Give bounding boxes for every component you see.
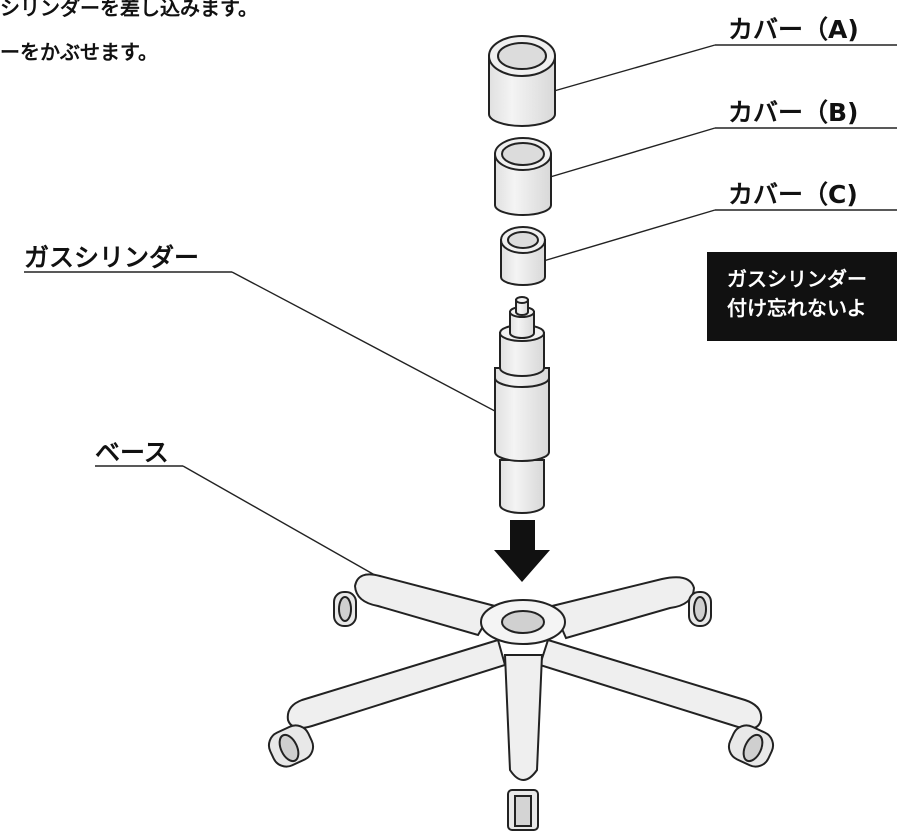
warning-note-line-2: 付け忘れないよ xyxy=(727,296,867,320)
warning-note-line-1: ガスシリンダー xyxy=(727,267,867,291)
cover-c-leader xyxy=(539,209,716,263)
caster-front-left xyxy=(267,724,315,768)
label-cover-c: カバー（C) xyxy=(728,180,858,209)
warning-note: ガスシリンダー 付け忘れないよ xyxy=(707,252,897,341)
caster-back-left xyxy=(333,591,357,627)
chair-base xyxy=(267,573,775,831)
instruction-line-1: シリンダーを差し込みます。 xyxy=(0,0,258,20)
gas-cylinder-leader xyxy=(231,271,528,429)
instruction-line-2: ーをかぶせます。 xyxy=(0,40,158,64)
leader-lines xyxy=(24,44,897,579)
caster-back-right xyxy=(688,591,712,627)
label-cover-b: カバー（B) xyxy=(728,98,859,127)
gas-cylinder xyxy=(494,296,550,514)
base-leader xyxy=(182,465,381,579)
label-base: ベース xyxy=(95,438,169,467)
cover-b xyxy=(494,137,552,216)
cover-c xyxy=(500,226,546,286)
cover-a-leader xyxy=(539,44,716,96)
cover-b-leader xyxy=(539,127,716,181)
insert-arrow xyxy=(494,520,550,582)
label-cover-a: カバー（A) xyxy=(728,15,859,44)
caster-front-right xyxy=(727,724,775,768)
caster-front xyxy=(507,789,539,831)
cover-a xyxy=(488,35,556,127)
label-gas-cylinder: ガスシリンダー xyxy=(24,243,200,272)
